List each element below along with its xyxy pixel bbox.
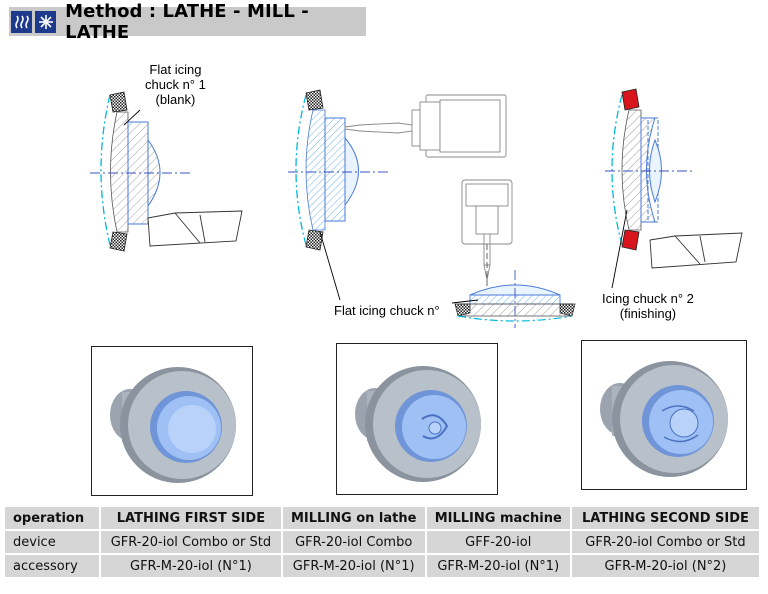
heat-icon: [11, 10, 33, 33]
table-cell: accessory: [5, 555, 99, 577]
method-header: Method : LATHE - MILL - LATHE: [9, 1, 366, 43]
table-header-cell: MILLING machine: [426, 507, 570, 529]
table-row: device GFR-20-iol Combo or Std GFR-20-io…: [5, 531, 759, 553]
table-cell: GFR-M-20-iol (N°1): [426, 555, 570, 577]
lens-render-milling: [336, 343, 498, 495]
lathe-mill-lathe-diagram: [90, 88, 743, 328]
page-title: Method : LATHE - MILL - LATHE: [65, 0, 309, 43]
table-cell: GFR-20-iol Combo or Std: [101, 531, 281, 553]
table-cell: GFR-M-20-iol (N°2): [571, 555, 759, 577]
table-row: accessory GFR-M-20-iol (N°1) GFR-M-20-io…: [5, 555, 759, 577]
table-header-row: operation LATHING FIRST SIDE MILLING on …: [5, 507, 759, 529]
milling-machine-section: [454, 179, 576, 328]
table-cell: device: [5, 531, 99, 553]
table-cell: GFR-20-iol Combo: [282, 531, 425, 553]
table-cell: GFR-M-20-iol (N°1): [282, 555, 425, 577]
table-header-cell: LATHING SECOND SIDE: [571, 507, 759, 529]
chuck-1-section: [90, 91, 243, 252]
snowflake-icon: [35, 10, 57, 33]
chuck-2-label: Icing chuck n° 2 (finishing): [602, 291, 694, 321]
chuck-2-section: [605, 88, 743, 289]
lens-render-lathing-second-side: [581, 340, 747, 490]
flat-icing-chuck-label: Flat icing chuck n°: [334, 303, 440, 318]
table-cell: GFF-20-iol: [426, 531, 570, 553]
table-cell: GFR-20-iol Combo or Std: [571, 531, 759, 553]
table-header-cell: LATHING FIRST SIDE: [101, 507, 281, 529]
chuck-1-label: Flat icing chuck n° 1 (blank): [145, 62, 206, 107]
lens-render-lathing-first-side: [91, 346, 253, 496]
table-header-cell: MILLING on lathe: [282, 507, 425, 529]
table-header-cell: operation: [5, 507, 99, 529]
chuck-mill-lathe-section: [288, 89, 507, 251]
operations-table: operation LATHING FIRST SIDE MILLING on …: [3, 505, 761, 579]
table-cell: GFR-M-20-iol (N°1): [101, 555, 281, 577]
